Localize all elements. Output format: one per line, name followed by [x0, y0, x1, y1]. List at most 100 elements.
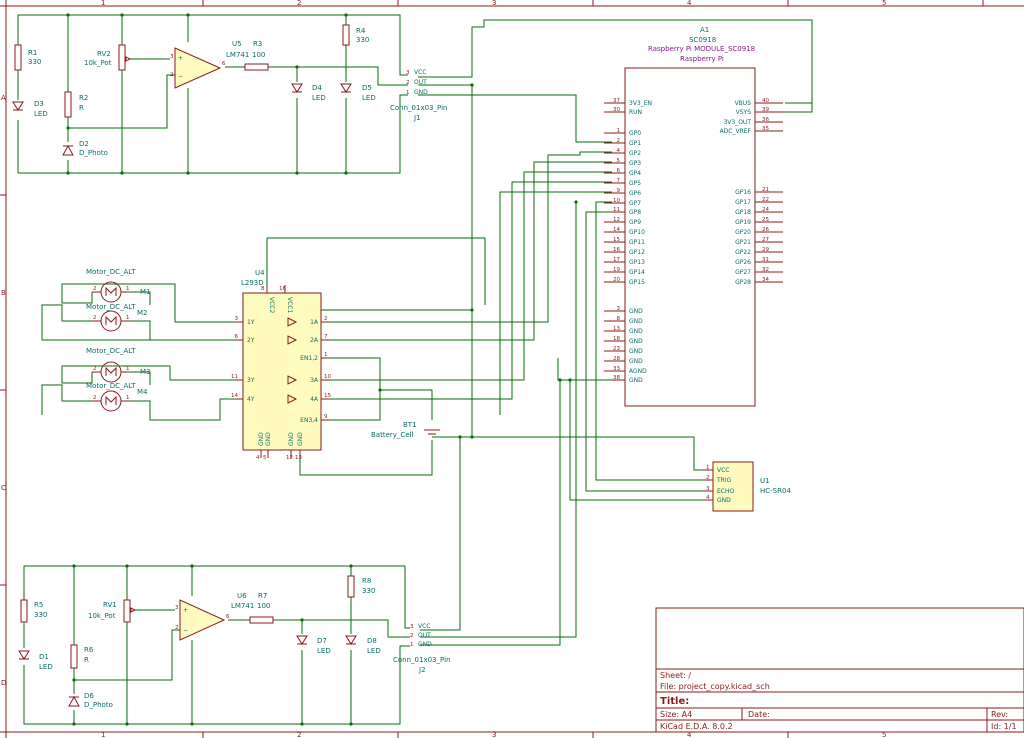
rv2-ref: RV2	[97, 50, 111, 58]
m4-value: Motor_DC_ALT	[86, 382, 136, 390]
pico-pin-num: 10	[613, 198, 620, 204]
r7-value: 100	[257, 602, 270, 610]
pico-pin-label: GP10	[629, 229, 645, 236]
j2-value: Conn_01x03_Pin	[393, 656, 450, 664]
zone-row-c: C	[1, 484, 6, 492]
svg-text:6: 6	[226, 614, 230, 620]
pico-pin-label: GND	[629, 318, 643, 325]
pico-pin-num: 9	[617, 188, 621, 194]
tb-size: Size: A4	[660, 710, 692, 719]
pico-pin-num: 18	[613, 336, 620, 342]
pico-pin-label: GP17	[735, 199, 751, 206]
svg-text:2: 2	[410, 633, 414, 639]
zone-col-4: 4	[687, 0, 692, 7]
m2-value: Motor_DC_ALT	[86, 303, 136, 311]
u4-value: L293D	[241, 279, 264, 287]
l293d-pin-label: 3Y	[247, 377, 255, 384]
pico-pin-label: GP9	[629, 219, 641, 226]
svg-text:−: −	[178, 73, 183, 80]
pico-pin-label: GP8	[629, 209, 641, 216]
d5-ref: D5	[362, 84, 372, 92]
pico-pin-label: GND	[629, 308, 643, 315]
d8-led	[345, 635, 357, 645]
svg-text:1: 1	[126, 286, 130, 292]
pico-pin-label: GP20	[735, 229, 751, 236]
r3-ref: R3	[253, 40, 262, 48]
l293d-pin-num: 16	[279, 286, 286, 292]
pico-pin-num: 26	[762, 227, 769, 233]
zone-col-1-bottom: 1	[101, 731, 105, 738]
r2-ref: R2	[79, 94, 88, 102]
pico-pin-label: GP6	[629, 190, 641, 197]
pico-pin-label: GND	[629, 377, 643, 384]
pico-pin-num: 2	[617, 138, 621, 144]
pico-pin-label: ADC_VREF	[720, 128, 752, 135]
d4-led	[291, 83, 303, 93]
pico-pin-num: 21	[762, 187, 769, 193]
r8-resistor	[347, 575, 355, 598]
u6-value: LM741	[231, 602, 254, 610]
pico-pin-label: GP1	[629, 140, 641, 147]
a1-footprint: Raspberry Pi MODULE_SC0918	[648, 45, 755, 53]
pico-pin-label: 3V3_OUT	[723, 119, 751, 126]
pico-right-pins: 40VBUS39VSYS363V3_OUT35ADC_VREF21GP1622G…	[720, 98, 783, 286]
pico-pin-num: 15	[613, 237, 620, 243]
l293d-pin-num: 8	[261, 286, 265, 292]
d4-value: LED	[312, 94, 326, 102]
pico-pin-label: GP13	[629, 259, 645, 266]
d3-value: LED	[34, 110, 48, 118]
d7-value: LED	[317, 647, 331, 655]
r2-value: R	[79, 104, 84, 112]
zone-col-2-bottom: 2	[297, 731, 301, 738]
j2-pin-gnd: GND	[418, 641, 432, 648]
net-wiring	[266, 19, 813, 646]
d1-value: LED	[39, 663, 53, 671]
pico-pin-num: 16	[613, 247, 620, 253]
l293d-pin-num: 4	[256, 455, 260, 461]
r7-resistor	[249, 616, 274, 624]
svg-text:2: 2	[406, 80, 410, 86]
j1-ref: J1	[413, 114, 421, 122]
l293d-pin-label: 3A	[310, 377, 319, 384]
svg-text:3: 3	[410, 624, 414, 630]
a1-value: SC0918	[689, 36, 716, 44]
tb-date: Date:	[748, 710, 770, 719]
a1-body	[624, 67, 756, 407]
d7-led	[296, 635, 308, 645]
pico-pin-num: 38	[613, 375, 620, 381]
bottom-sensor-circuit: R5 330 D1 LED R6 R D6 D_Photo RV1 10k_Po…	[18, 564, 450, 726]
l293d-pin-label: 2Y	[247, 337, 255, 344]
l293d-pin-num: 7	[324, 334, 328, 340]
tb-title: Title:	[660, 696, 689, 707]
zone-col-5-bottom: 5	[882, 731, 886, 738]
zone-row-b: B	[1, 289, 6, 297]
zone-row-a: A	[1, 94, 6, 102]
a1-name: Raspberry Pi	[680, 55, 724, 63]
pico-pin-num: 1	[617, 128, 621, 134]
u6-ref: U6	[237, 592, 247, 600]
d2-value: D_Photo	[79, 149, 108, 157]
r5-ref: R5	[34, 601, 43, 609]
top-sensor-circuit: R1 330 D3 LED R2 R D2 D_Photo RV2 10k_Po…	[12, 13, 447, 175]
pico-pin-num: 31	[762, 257, 769, 263]
pico-pin-num: 12	[613, 217, 620, 223]
tb-tool: KiCad E.D.A. 8.0.2	[660, 722, 733, 731]
pico-pin-label: GP2	[629, 150, 641, 157]
pico-pin-label: GP11	[629, 239, 645, 246]
pico-pin-num: 36	[762, 117, 769, 123]
r4-value: 330	[356, 36, 369, 44]
d1-led	[18, 650, 30, 660]
pico-pin-label: GP3	[629, 160, 641, 167]
d5-value: LED	[362, 94, 376, 102]
hc-sr04-pin-num: 3	[706, 486, 710, 492]
j1-pin-out: OUT	[414, 79, 427, 86]
u5-opamp	[174, 47, 222, 89]
pico-pin-label: GND	[629, 328, 643, 335]
u1-value: HC-SR04	[760, 487, 791, 495]
pico-pin-num: 34	[762, 277, 769, 283]
r8-value: 330	[362, 587, 375, 595]
l293d-pin-num: 9	[324, 414, 328, 420]
